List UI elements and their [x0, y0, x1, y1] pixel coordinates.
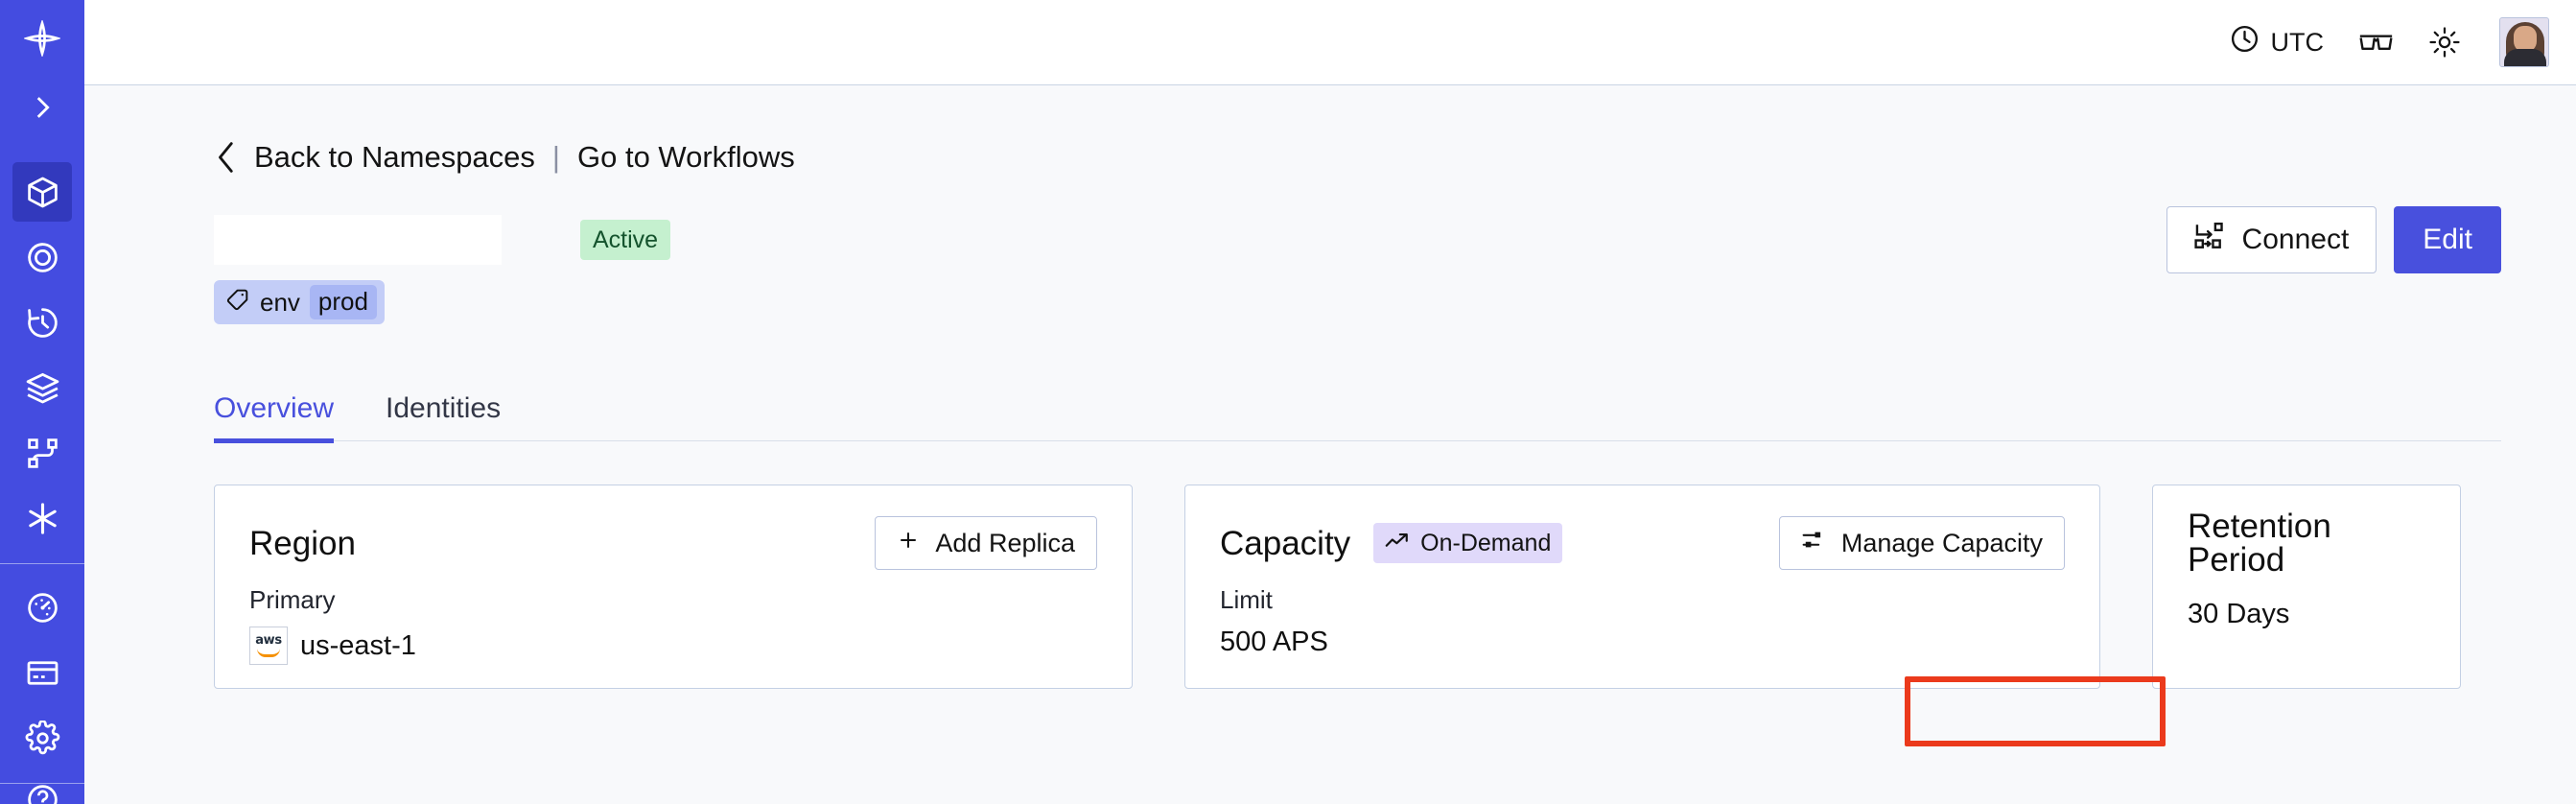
sidebar-item-nexus[interactable] — [12, 488, 72, 548]
temporal-logo-icon[interactable] — [12, 9, 72, 68]
region-card: Region Add Replica — [214, 485, 1133, 689]
aws-wordmark: aws — [255, 633, 282, 648]
retention-value: 30 Days — [2188, 599, 2290, 629]
aws-smile — [257, 649, 280, 657]
timezone-label: UTC — [2270, 27, 2325, 57]
overview-cards: Region Add Replica — [214, 485, 2501, 689]
page-title — [214, 215, 502, 265]
manage-capacity-button[interactable]: Manage Capacity — [1778, 516, 2065, 570]
tag-value: prod — [309, 285, 377, 319]
sidebar-item-help[interactable] — [12, 769, 72, 804]
breadcrumb-workflows-link[interactable]: Go to Workflows — [576, 140, 795, 174]
sidebar-item-billing[interactable] — [12, 643, 72, 702]
primary-sidebar — [0, 0, 84, 804]
region-primary-value-row: aws us-east-1 — [249, 627, 1097, 665]
tab-bar: Overview Identities — [214, 374, 2501, 443]
edit-button[interactable]: Edit — [2394, 206, 2501, 273]
page-content: Back to Namespaces | Go to Workflows Act… — [84, 85, 2576, 804]
sidebar-item-batch-operations[interactable] — [12, 358, 72, 417]
sidebar-item-usage[interactable] — [12, 578, 72, 637]
retention-card: Retention Period 30 Days — [2152, 485, 2461, 689]
region-primary-value: us-east-1 — [300, 629, 416, 661]
plus-icon — [897, 529, 920, 558]
sidebar-item-workflows[interactable] — [12, 423, 72, 483]
avatar-face — [2514, 26, 2537, 53]
capacity-limit-value: 500 APS — [1220, 627, 1328, 657]
clock-icon — [2229, 23, 2260, 61]
glasses-icon[interactable] — [2358, 28, 2394, 57]
add-replica-label: Add Replica — [935, 528, 1075, 557]
breadcrumb-divider: | — [551, 140, 560, 174]
sidebar-item-schedules[interactable] — [12, 293, 72, 352]
region-card-title: Region — [249, 524, 356, 562]
main-area: UTC — [84, 0, 2576, 804]
sliders-icon — [1801, 529, 1826, 558]
manage-capacity-label: Manage Capacity — [1840, 528, 2043, 557]
namespace-tags: env prod — [214, 280, 2501, 324]
tab-identities[interactable]: Identities — [386, 392, 502, 424]
sidebar-item-settings[interactable] — [12, 708, 72, 768]
sidebar-item-namespaces[interactable] — [12, 162, 72, 222]
retention-card-title: Retention Period — [2188, 508, 2331, 579]
capacity-limit-label: Limit — [1220, 585, 1273, 614]
chevron-right-icon[interactable] — [12, 78, 72, 137]
capacity-card: Capacity On-Demand — [1184, 485, 2100, 689]
capacity-card-header: Capacity On-Demand — [1220, 516, 2065, 570]
header-actions: Connect Edit — [2166, 206, 2501, 273]
connect-button[interactable]: Connect — [2166, 206, 2377, 273]
namespace-header-row: Active — [214, 206, 2501, 273]
aws-logo: aws — [249, 627, 288, 665]
retention-card-header: Retention Period — [2188, 509, 2425, 577]
breadcrumb: Back to Namespaces | Go to Workflows — [214, 140, 2501, 175]
add-replica-button[interactable]: Add Replica — [875, 516, 1097, 570]
trending-up-icon — [1385, 529, 1410, 557]
connect-button-label: Connect — [2241, 224, 2350, 255]
breadcrumb-back-link[interactable]: Back to Namespaces — [254, 140, 535, 174]
on-demand-badge: On-Demand — [1373, 523, 1563, 563]
sun-icon[interactable] — [2428, 26, 2461, 59]
sidebar-divider-1 — [0, 563, 84, 564]
tab-overview[interactable]: Overview — [214, 394, 335, 443]
chevron-left-icon[interactable] — [214, 141, 239, 174]
capacity-card-action: Manage Capacity — [1778, 516, 2065, 570]
status-badge: Active — [580, 220, 671, 260]
sidebar-divider-2 — [0, 783, 84, 784]
avatar-body — [2504, 49, 2546, 66]
sidebar-item-observability[interactable] — [12, 227, 72, 287]
region-card-header: Region Add Replica — [249, 516, 1097, 570]
capacity-card-title: Capacity — [1220, 524, 1351, 562]
connect-nodes-icon — [2193, 222, 2225, 258]
tag-icon — [225, 287, 250, 319]
tag-chip[interactable]: env prod — [214, 280, 385, 324]
tag-key: env — [260, 287, 300, 317]
region-primary-label: Primary — [249, 585, 336, 614]
on-demand-label: On-Demand — [1420, 530, 1552, 556]
top-bar: UTC — [84, 0, 2576, 85]
timezone-selector[interactable]: UTC — [2229, 23, 2325, 61]
region-card-action: Add Replica — [875, 516, 1097, 570]
avatar[interactable] — [2499, 17, 2549, 67]
